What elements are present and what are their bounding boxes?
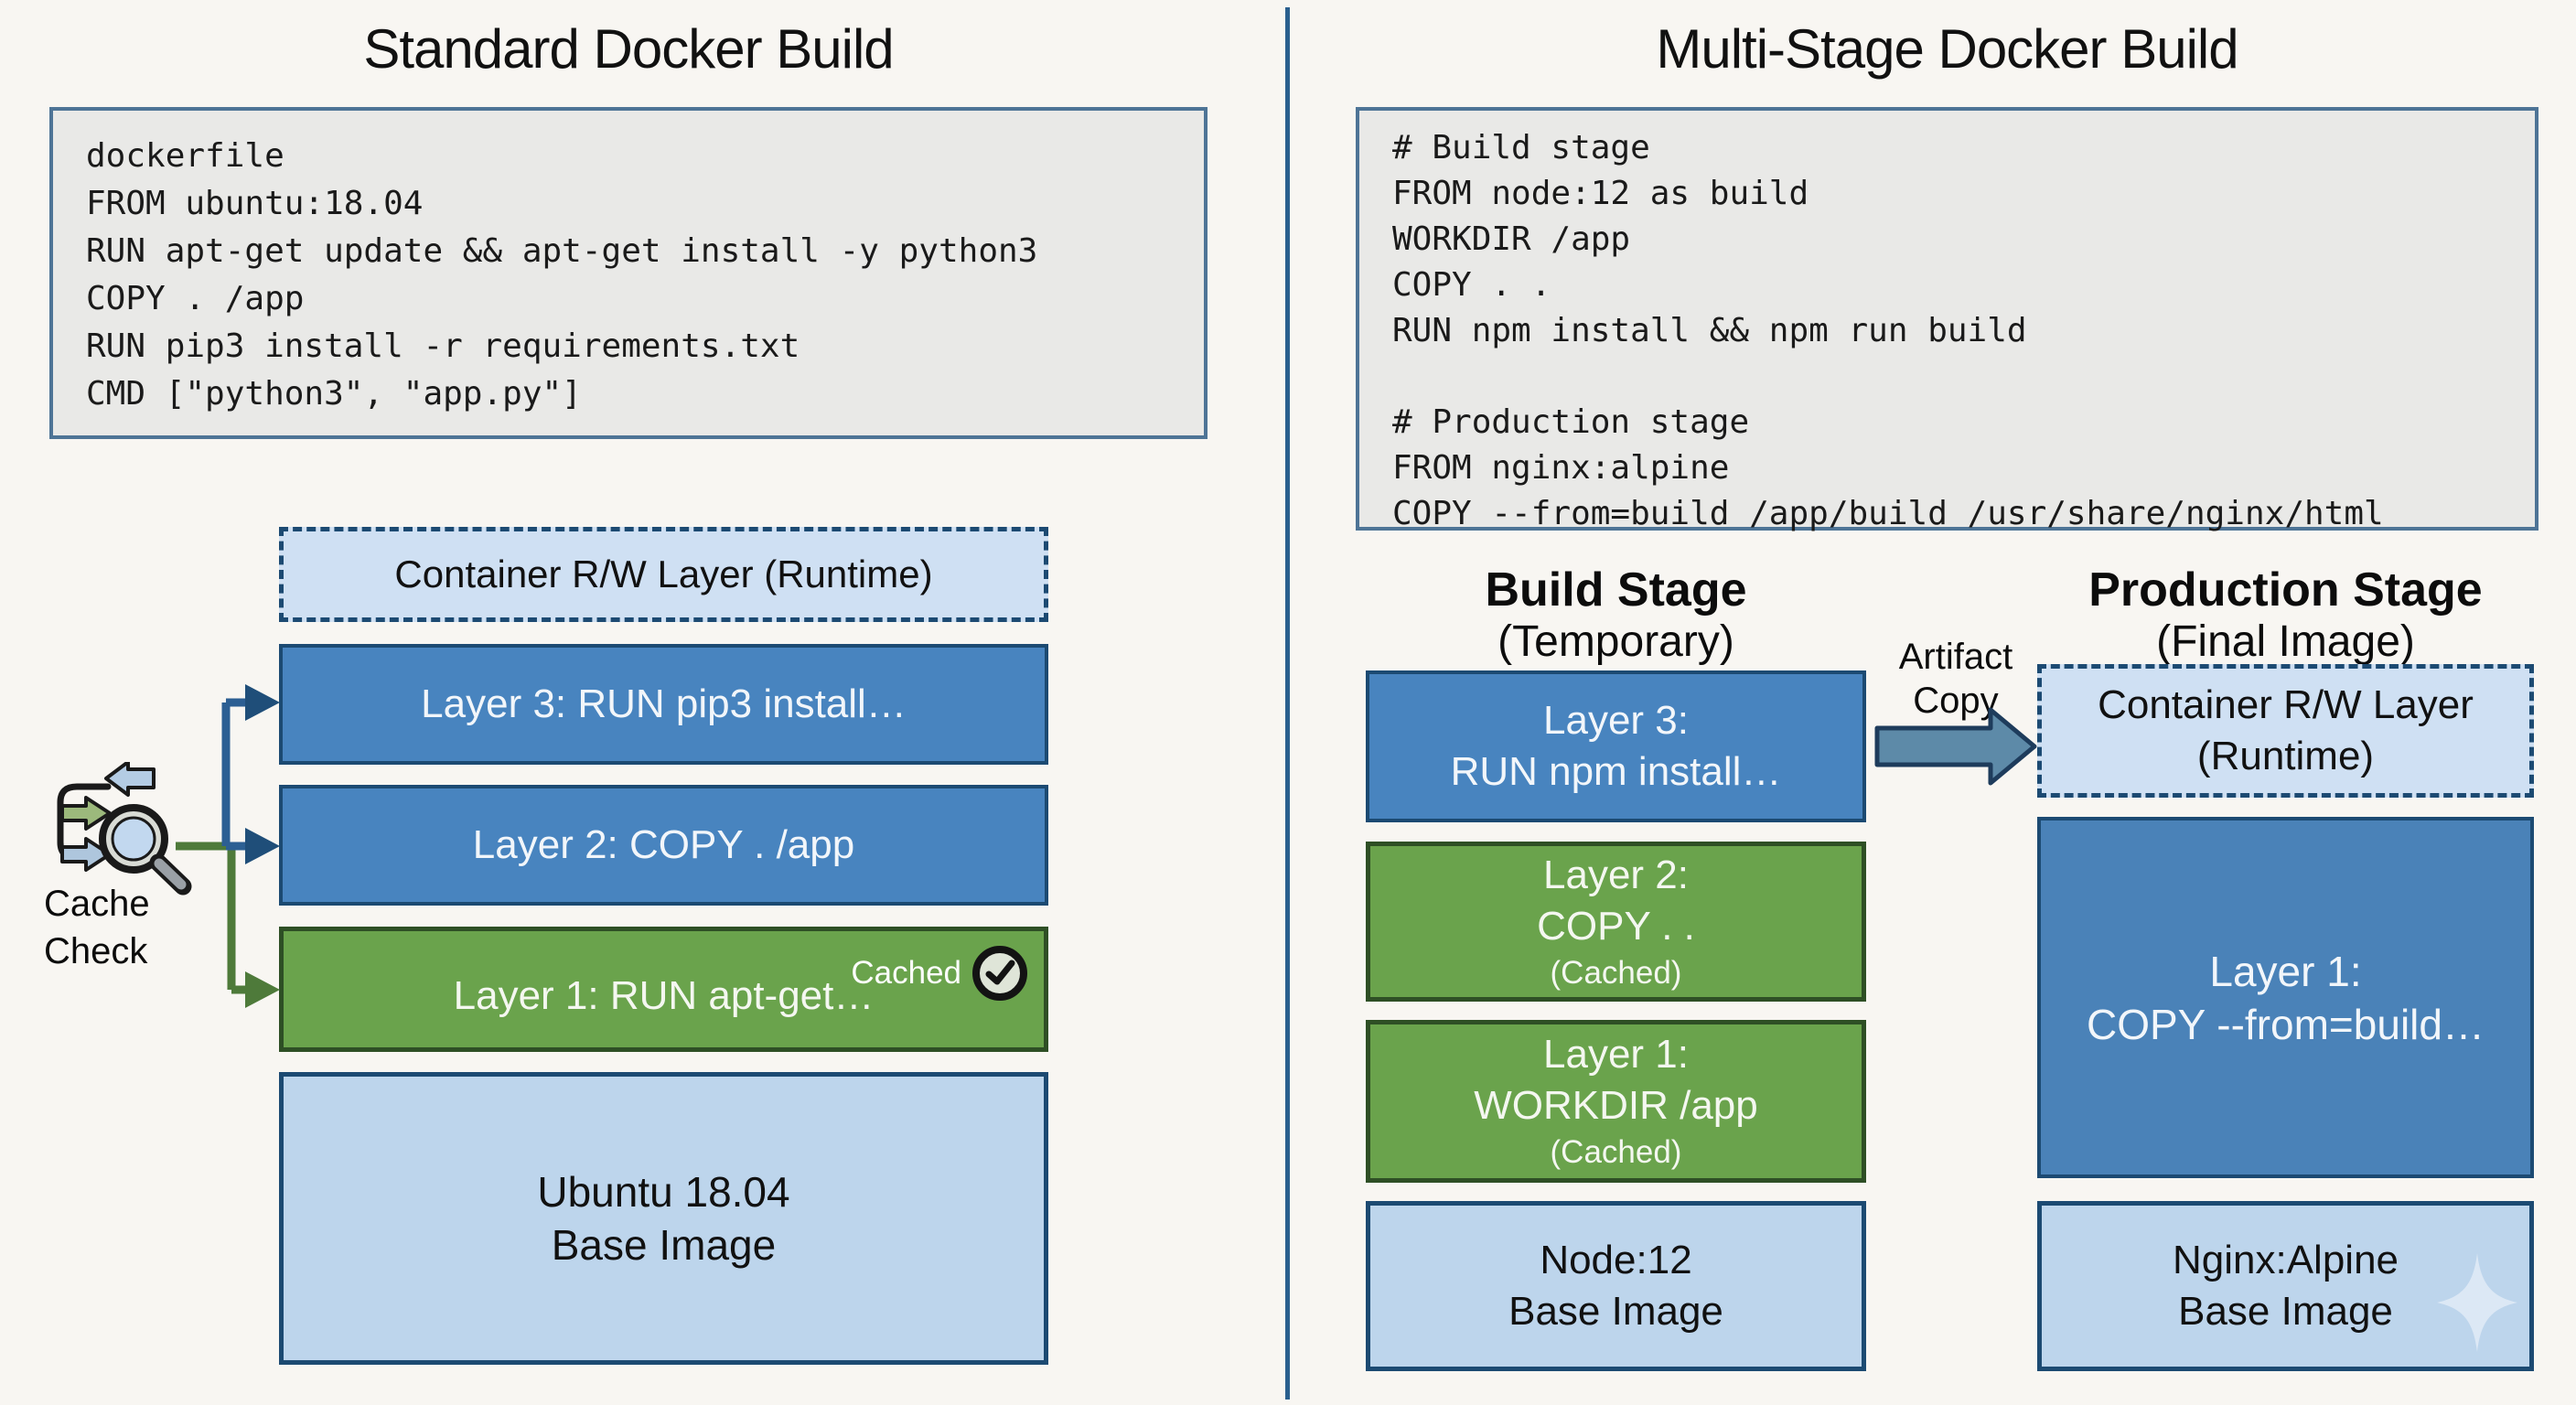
production-container-rw-box: Container R/W Layer (Runtime)	[2037, 664, 2534, 798]
left-container-rw-layer-label: Container R/W Layer (Runtime)	[394, 552, 933, 595]
left-title: Standard Docker Build	[363, 18, 894, 80]
build-stage-heading: Build Stage (Temporary)	[1366, 563, 1866, 668]
code-line: COPY . /app	[86, 280, 305, 317]
production-base-image-line1: Nginx:Alpine	[2172, 1238, 2399, 1282]
artifact-copy-label-line2: Copy	[1913, 681, 1999, 721]
code-line: # Build stage	[1392, 129, 1650, 166]
code-line: WORKDIR /app	[1392, 220, 1631, 258]
right-dockerfile-code: # Build stage FROM node:12 as build WORK…	[1356, 107, 2538, 532]
build-layer2-line1: Layer 2:	[1543, 852, 1689, 897]
left-layer2-box: Layer 2: COPY . /app	[279, 785, 1048, 906]
code-line: CMD ["python3", "app.py"]	[86, 375, 582, 413]
production-container-rw-line1: Container R/W Layer	[2098, 682, 2474, 727]
production-layer1-line2: COPY --from=build…	[2086, 1000, 2485, 1048]
production-layer1-line1: Layer 1:	[2209, 947, 2362, 995]
left-base-image-line2: Base Image	[551, 1221, 777, 1269]
build-stage-subtitle: (Temporary)	[1497, 617, 1734, 666]
build-layer1-line2: WORKDIR /app	[1474, 1083, 1758, 1128]
build-layer1-line1: Layer 1:	[1543, 1032, 1689, 1077]
build-layer3-box: Layer 3: RUN npm install…	[1366, 670, 1866, 822]
code-line	[1392, 354, 2502, 400]
left-layer1-label: Layer 1: RUN apt-get…	[453, 972, 875, 1018]
green-arrowhead-layer1	[245, 971, 280, 1008]
code-line: FROM node:12 as build	[1392, 175, 1809, 212]
left-base-image-box: Ubuntu 18.04 Base Image	[279, 1072, 1048, 1365]
artifact-copy-label: Artifact Copy	[1868, 635, 2044, 723]
code-line: RUN npm install && npm run build	[1392, 312, 2027, 349]
build-layer2-line2: COPY . .	[1537, 903, 1695, 949]
code-line: RUN pip3 install -r requirements.txt	[86, 327, 800, 365]
code-line: COPY . .	[1392, 266, 1551, 304]
artifact-copy-label-line1: Artifact	[1898, 637, 2013, 677]
build-stage-title: Build Stage	[1485, 563, 1747, 617]
production-layer1-box: Layer 1: COPY --from=build…	[2037, 817, 2534, 1178]
code-line: COPY --from=build /app/build /usr/share/…	[1392, 495, 2384, 532]
production-stage-heading: Production Stage (Final Image)	[2037, 563, 2534, 668]
cached-badge: Cached	[851, 944, 1029, 1003]
cache-check-label-line2: Check	[44, 931, 148, 971]
production-container-rw-line2: (Runtime)	[2196, 734, 2375, 778]
code-line: dockerfile	[86, 137, 284, 175]
production-stage-title: Production Stage	[2088, 563, 2483, 617]
left-layer3-box: Layer 3: RUN pip3 install…	[279, 644, 1048, 765]
cache-check-label-line1: Cache	[44, 884, 150, 924]
left-base-image-line1: Ubuntu 18.04	[537, 1168, 790, 1216]
build-layer3-line2: RUN npm install…	[1450, 749, 1782, 794]
blue-arrowhead-layer2	[245, 828, 280, 864]
build-base-image-box: Node:12 Base Image	[1366, 1201, 1866, 1371]
cache-check-icon	[57, 762, 192, 896]
code-line: FROM ubuntu:18.04	[86, 185, 424, 222]
left-layer2-label: Layer 2: COPY . /app	[472, 822, 855, 867]
production-base-image-line2: Base Image	[2178, 1289, 2393, 1334]
build-layer2-box: Layer 2: COPY . . (Cached)	[1366, 842, 1866, 1002]
left-layer1-box: Cached Layer 1: RUN apt-get…	[279, 927, 1048, 1052]
cache-check-label: Cache Check	[44, 880, 245, 975]
code-line: RUN apt-get update && apt-get install -y…	[86, 232, 1038, 270]
production-stage-subtitle: (Final Image)	[2156, 617, 2415, 666]
build-layer1-box: Layer 1: WORKDIR /app (Cached)	[1366, 1020, 1866, 1183]
center-divider-line	[1285, 7, 1290, 1400]
sparkle-icon	[2437, 1253, 2517, 1352]
left-dockerfile-code: dockerfile FROM ubuntu:18.04 RUN apt-get…	[49, 107, 1208, 439]
build-layer1-cached-note: (Cached)	[1550, 1134, 1682, 1170]
production-base-image-box: Nginx:Alpine Base Image	[2037, 1201, 2534, 1371]
left-container-rw-layer-box: Container R/W Layer (Runtime)	[279, 527, 1048, 622]
build-base-image-line2: Base Image	[1508, 1289, 1723, 1334]
build-layer3-line1: Layer 3:	[1543, 698, 1689, 743]
cached-badge-label: Cached	[851, 955, 961, 991]
build-base-image-line1: Node:12	[1540, 1238, 1692, 1282]
build-layer2-cached-note: (Cached)	[1550, 954, 1682, 991]
code-line: FROM nginx:alpine	[1392, 449, 1730, 487]
code-line: # Production stage	[1392, 403, 1750, 441]
left-layer3-label: Layer 3: RUN pip3 install…	[421, 681, 907, 726]
blue-arrowhead-layer3	[245, 684, 280, 721]
right-title: Multi-Stage Docker Build	[1656, 18, 2238, 80]
check-circle-icon	[972, 946, 1027, 1001]
